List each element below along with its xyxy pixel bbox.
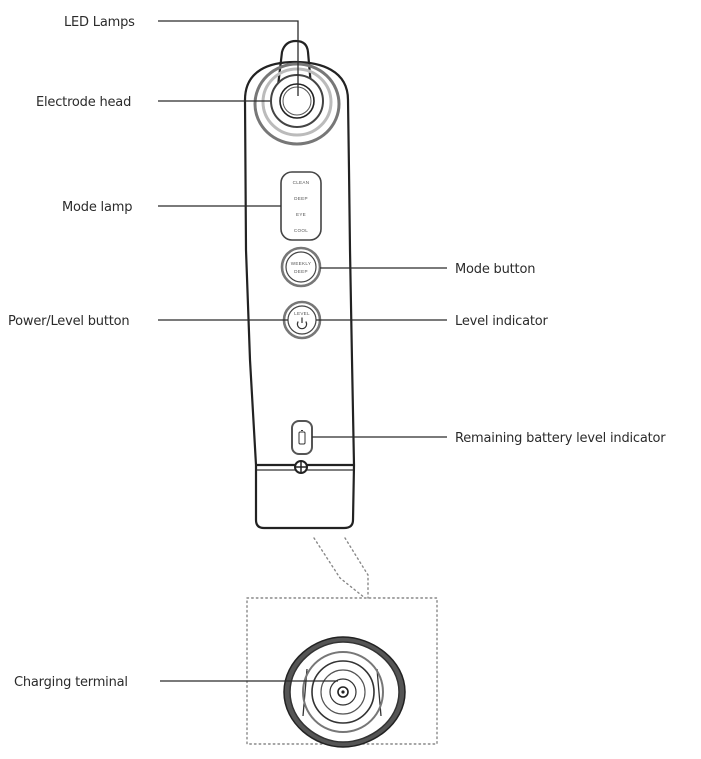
mode-lamp-item: DEEP xyxy=(294,196,308,201)
leader-lines xyxy=(158,20,447,682)
label-mode-button: Mode button xyxy=(455,262,535,277)
power-icon xyxy=(296,317,308,330)
label-charging-terminal: Charging terminal xyxy=(14,675,128,690)
mode-button-text: WEEKLY xyxy=(291,261,312,266)
mode-lamp-item: CLEAN xyxy=(293,180,310,185)
mode-lamp-panel: CLEAN DEEP EYE COOL xyxy=(280,171,322,241)
label-mode-lamp: Mode lamp xyxy=(62,200,132,215)
zoom-connector xyxy=(313,537,366,599)
led-lamp-loop xyxy=(276,39,313,88)
label-electrode-head: Electrode head xyxy=(36,95,131,110)
screw-icon xyxy=(294,460,308,474)
device-body xyxy=(243,39,356,530)
charging-end-view xyxy=(283,636,406,748)
label-level-indicator: Level indicator xyxy=(455,314,549,329)
leader-led-lamps xyxy=(158,20,299,96)
power-level-button[interactable]: LEVEL xyxy=(282,300,322,340)
mode-lamp-item: COOL xyxy=(294,228,308,233)
mode-button-text: DEEP xyxy=(294,269,308,274)
zoom-box xyxy=(246,597,438,745)
mode-button[interactable]: WEEKLY DEEP xyxy=(280,246,322,288)
mode-lamp-item: EYE xyxy=(296,212,306,217)
label-led-lamps: LED Lamps xyxy=(64,15,135,30)
battery-icon xyxy=(298,430,306,445)
level-text: LEVEL xyxy=(294,311,310,316)
device-outline xyxy=(243,60,356,530)
battery-indicator xyxy=(291,420,313,455)
label-power-level-button: Power/Level button xyxy=(8,314,129,329)
zoom-connector xyxy=(344,537,369,599)
label-remaining-battery: Remaining battery level indicator xyxy=(455,431,666,446)
electrode-head xyxy=(253,62,341,146)
